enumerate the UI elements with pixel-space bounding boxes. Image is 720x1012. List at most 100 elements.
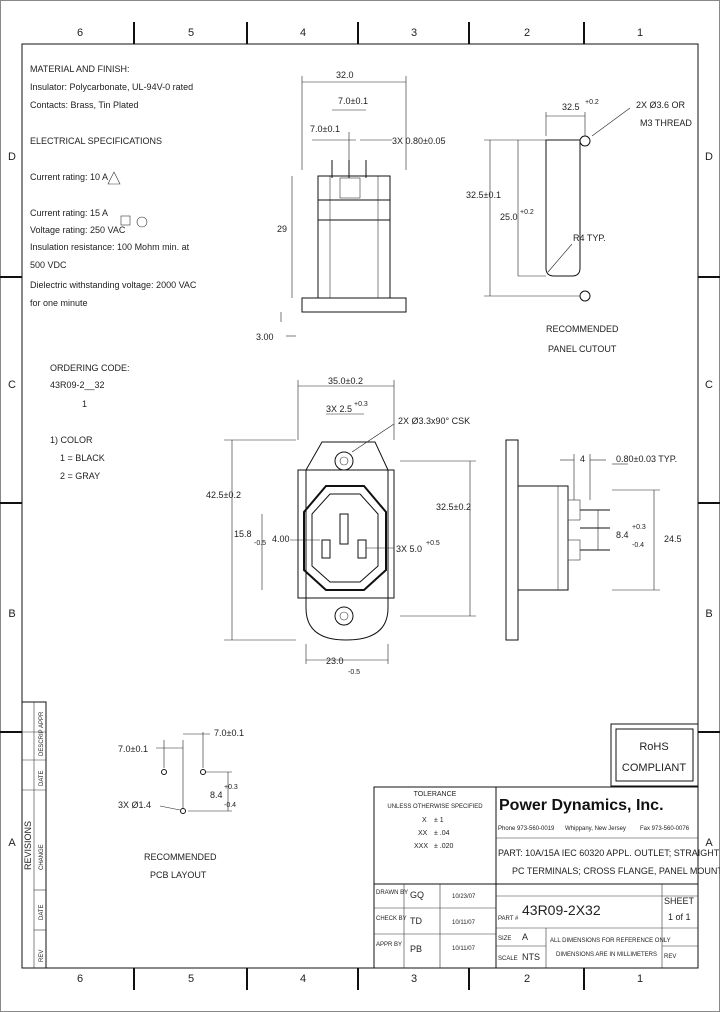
revisions-date2: DATE — [39, 770, 45, 786]
zone-col-top-3: 3 — [411, 27, 417, 39]
size-label: SIZE — [498, 936, 511, 942]
voltage-rating: Voltage rating: 250 VAC — [30, 225, 126, 235]
revisions-rev: REV — [39, 950, 45, 962]
dim-pcb-8-4-plus: +0.3 — [224, 784, 238, 791]
dim-blade-5-tol: +0.5 — [426, 540, 440, 547]
cutout-label-line2: PANEL CUTOUT — [548, 344, 617, 354]
front-hole-top-inner — [339, 456, 349, 466]
dielectric-line1: Dielectric withstanding voltage: 2000 VA… — [30, 280, 197, 290]
color-heading: 1) COLOR — [50, 435, 93, 445]
company-location: Whippany, New Jersey — [565, 826, 626, 832]
current-rating-15a: Current rating: 15 A — [30, 208, 108, 218]
dim-side-pin: 0.80±0.03 TYP. — [616, 454, 677, 464]
drawn-by: GQ — [410, 890, 424, 900]
dim-side-8-4-minus: -0.4 — [632, 542, 644, 549]
tolerance-block: TOLERANCE UNLESS OTHERWISE SPECIFIED X ±… — [387, 791, 483, 850]
appr-by: PB — [410, 944, 422, 954]
check-by: TD — [410, 916, 422, 926]
zone-col-top-1: 1 — [637, 27, 643, 39]
dim-top-width: 32.0 — [336, 70, 354, 80]
dim-pcb-hole: 3X Ø1.4 — [118, 800, 151, 810]
ordering-code-index: 1 — [82, 399, 87, 409]
dim-front-pitch-tol: +0.3 — [354, 401, 368, 408]
revisions-appr: APPR — [39, 711, 45, 728]
material-heading: MATERIAL AND FINISH: — [30, 64, 130, 74]
tolerance-x-value: ± 1 — [434, 817, 444, 824]
tolerance-xx-value: ± .04 — [434, 830, 450, 837]
dim-csk: 2X Ø3.3x90° CSK — [398, 416, 470, 426]
dim-pcb-pitch-y: 7.0±0.1 — [214, 728, 244, 738]
tolerance-xxx-value: ± .020 — [434, 843, 454, 850]
zone-ticks — [0, 22, 720, 990]
panel-cutout — [484, 107, 631, 302]
part-number-label: PART # — [498, 916, 519, 922]
title-block-text: Power Dynamics, Inc. Phone 973-560-0019 … — [376, 797, 720, 962]
cutout-label-line1: RECOMMENDED — [546, 324, 619, 334]
dim-body-15-8: 15.8 — [234, 529, 252, 539]
pcb-label-line2: PCB LAYOUT — [150, 870, 207, 880]
reference-note-2: DIMENSIONS ARE IN MILLIMETERS — [556, 952, 657, 958]
dim-height-29: 29 — [277, 224, 287, 234]
panel-cutout-labels: 32.5 +0.2 2X Ø3.6 OR M3 THREAD 32.5±0.1 … — [466, 99, 692, 354]
scale-value: NTS — [522, 952, 540, 962]
cert-mark-triangle-icon — [107, 171, 121, 185]
dim-top-pitch: 7.0±0.1 — [338, 96, 368, 106]
drawn-label: DRAWN BY — [376, 890, 408, 896]
color-black: 1 = BLACK — [60, 453, 105, 463]
zone-row-left-c: C — [8, 379, 16, 391]
dim-bottom-width: 23.0 — [326, 656, 344, 666]
front-view — [224, 380, 476, 664]
dim-cutout-width: 32.5 — [562, 102, 580, 112]
insulator-note: Insulator: Polycarbonate, UL-94V-0 rated — [30, 82, 193, 92]
zone-row-right-c: C — [705, 379, 713, 391]
revisions-strip: REVISIONS CHANGE DATE REV APPR DESCRIP D… — [21, 701, 47, 969]
front-hole-bottom — [334, 606, 354, 626]
notes-block: MATERIAL AND FINISH: Insulator: Polycarb… — [30, 64, 197, 308]
rohs-badge: RoHS COMPLIANT — [610, 723, 699, 787]
rohs-line1: RoHS — [639, 741, 668, 753]
part-description-line1: PART: 10A/15A IEC 60320 APPL. OUTLET; ST… — [498, 848, 720, 858]
dim-body-15-8-tol: -0.5 — [254, 540, 266, 547]
revisions-title: REVISIONS — [23, 821, 33, 870]
front-view-labels: 35.0±0.2 3X 2.5 +0.3 2X Ø3.3x90° CSK 42.… — [206, 376, 471, 676]
ordering-code: 43R09-2__32 — [50, 380, 105, 390]
tolerance-heading: TOLERANCE — [414, 791, 457, 798]
tolerance-xx-label: XX — [418, 830, 428, 837]
dim-cutout-height-2-tol: +0.2 — [520, 209, 534, 216]
zone-col-bottom-3: 3 — [411, 973, 417, 985]
reference-note-1: ALL DIMENSIONS FOR REFERENCE ONLY — [550, 938, 671, 944]
size-value: A — [522, 932, 528, 942]
ordering-block: ORDERING CODE: 43R09-2__32 1 1) COLOR 1 … — [50, 363, 130, 481]
revisions-change: CHANGE — [39, 844, 45, 870]
pcb-hole-1 — [161, 769, 167, 775]
company-name: Power Dynamics, Inc. — [499, 797, 664, 814]
zone-row-right-a: A — [705, 837, 713, 849]
dim-blade-5: 3X 5.0 — [396, 544, 422, 554]
zone-row-left-b: B — [8, 608, 15, 620]
dim-cutout-width-tol: +0.2 — [585, 99, 599, 106]
title-block — [373, 786, 699, 969]
sheet-label: SHEET — [664, 896, 695, 906]
zone-row-left-a: A — [8, 837, 16, 849]
front-hole-top — [334, 451, 354, 471]
dim-side-24-5: 24.5 — [664, 534, 682, 544]
zone-col-bottom-1: 1 — [637, 973, 643, 985]
tolerance-sub: UNLESS OTHERWISE SPECIFIED — [387, 804, 483, 810]
dim-pcb-pitch-x: 7.0±0.1 — [118, 744, 148, 754]
zone-col-bottom-4: 4 — [300, 973, 306, 985]
dim-front-width: 35.0±0.2 — [328, 376, 363, 386]
pcb-hole-3 — [180, 808, 186, 814]
dim-front-height: 42.5±0.2 — [206, 490, 241, 500]
dim-blade-4: 4.00 — [272, 534, 290, 544]
rev-label: REV — [664, 954, 676, 960]
side-view-labels: 4 0.80±0.03 TYP. 8.4 +0.3 -0.4 24.5 — [580, 454, 682, 549]
dim-hole-pitch: 32.5±0.2 — [436, 502, 471, 512]
dim-pcb-8-4-minus: -0.4 — [224, 802, 236, 809]
check-date: 10/11/07 — [452, 920, 476, 926]
electrical-heading: ELECTRICAL SPECIFICATIONS — [30, 136, 162, 146]
part-description-line2: PC TERMINALS; CROSS FLANGE, PANEL MOUNT — [512, 866, 720, 876]
zone-col-top-5: 5 — [188, 27, 194, 39]
zone-row-right-d: D — [705, 151, 713, 163]
revisions-date: DATE — [39, 904, 45, 920]
